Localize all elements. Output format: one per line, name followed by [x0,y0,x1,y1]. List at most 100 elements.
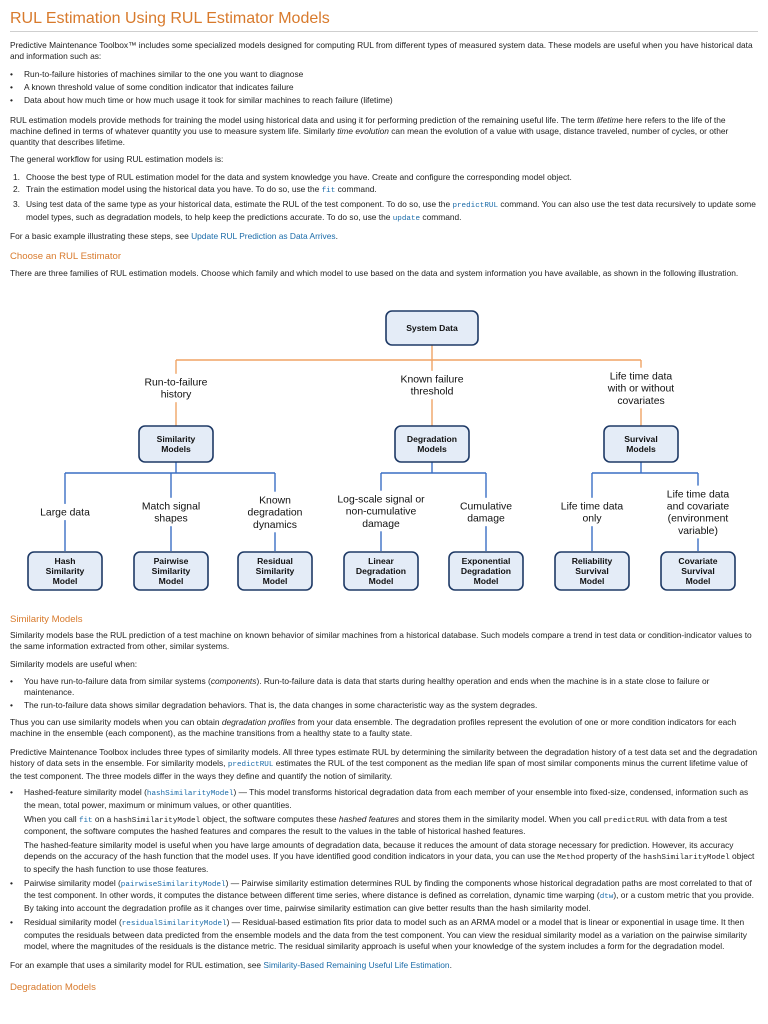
similarity-intro-paragraph: Similarity models base the RUL predictio… [10,630,758,652]
code-text: hashSimilarityModel [643,853,730,862]
text-run: Residual similarity model ( [24,916,122,927]
predictrul-command-link[interactable]: predictRUL [452,201,499,210]
similarity-types-paragraph: Predictive Maintenance Toolbox includes … [10,747,758,781]
text-run: command. [335,184,377,195]
text-run: The hashed-feature similarity model is u… [24,840,734,861]
text-run: can mean the evolution of a value with u… [10,125,729,147]
text-run: lifetime [596,115,624,125]
intro-text: Predictive Maintenance Toolbox™ includes… [10,40,753,61]
degradation-profiles-paragraph: Thus you can use similarity models when … [10,717,758,739]
text-run: Choose the best type of RUL estimation m… [26,172,572,182]
text-run: command. You can also use the test data … [26,198,756,222]
workflow-intro: The general workflow for using RUL estim… [10,154,758,165]
list-item: Pairwise similarity model (pairwiseSimil… [10,878,758,914]
text-run: here refers to the life of the machine d… [10,115,726,136]
basic-example-paragraph: For a basic example illustrating these s… [10,231,758,242]
text-run: command. [420,211,462,222]
label-background [586,367,696,409]
text-run: on a [92,813,114,824]
system-data-node [385,310,479,346]
text-run: . [335,231,338,241]
list-item: You have run-to-failure data from simila… [10,676,758,698]
step-number: 2. [13,184,20,195]
update-rul-example-link[interactable]: Update RUL Prediction as Data Arrives [191,231,336,241]
list-item: Run-to-failure histories of machines sim… [10,69,758,80]
label-background [14,503,116,521]
text-run: RUL estimation models provide methods fo… [10,115,597,125]
intro-bullet-list: Run-to-failure histories of machines sim… [10,69,758,106]
step-number: 1. [13,172,20,182]
text-run: You have run-to-failure data from simila… [24,676,211,686]
list-item: The run-to-failure data shows similar de… [10,700,758,711]
text-run: degradation profiles [221,717,296,727]
title-divider [10,31,758,32]
step-number: 3. [13,198,20,209]
similarity-intro-text: Similarity models base the RUL predictio… [10,630,752,651]
text-run: ) — Residual-based estimation fits prior… [24,916,747,951]
model-node-1 [133,551,209,591]
label-background [541,497,643,527]
text-run: ), or a custom metric that you provide. … [24,890,754,914]
update-command-link[interactable]: update [392,214,421,223]
intro-paragraph: Predictive Maintenance Toolbox™ includes… [10,40,758,62]
dtw-link[interactable]: dtw [599,893,614,902]
text-run: property of the [584,850,644,861]
family-node-2 [603,425,679,463]
label-background [120,497,222,527]
rul-models-paragraph: RUL estimation models provide methods fo… [10,115,758,147]
text-run: Predictive Maintenance Toolbox includes … [10,747,758,768]
label-background [647,485,749,539]
list-item: Residual similarity model (residualSimil… [10,917,758,951]
model-node-0 [27,551,103,591]
label-background [330,490,432,532]
fit-command-link[interactable]: fit [321,187,336,196]
fit-link[interactable]: fit [78,816,93,825]
label-background [121,373,231,403]
text-run: ) — Pairwise similarity estimation deter… [24,877,752,901]
text-run: For an example that uses a similarity mo… [10,960,264,970]
similarity-model-list: Hashed-feature similarity model (hashSim… [10,787,758,951]
workflow-step: 1. Choose the best type of RUL estimation… [10,172,758,183]
text-run: from your data ensemble. The degradation… [10,717,737,738]
workflow-steps: 1. Choose the best type of RUL estimation… [10,172,758,226]
list-item: Data about how much time or how much usa… [10,95,758,106]
text-run: hashed features [338,813,399,824]
similarity-useful-when: Similarity models are useful when: [10,659,758,670]
similarity-example-paragraph: For an example that uses a similarity mo… [10,960,758,971]
text-run: object, the software computes these [200,813,339,824]
similarity-models-heading: Similarity Models [10,614,83,625]
model-node-2 [237,551,313,591]
text-run: Pairwise similarity model ( [24,877,121,888]
residualsimilaritymodel-link[interactable]: residualSimilarityModel [121,919,227,928]
model-node-6 [660,551,736,591]
similarity-rul-example-link[interactable]: Similarity-Based Remaining Useful Life E… [263,960,450,970]
text-run: and stores them in the similarity model.… [398,813,604,824]
model-node-5 [554,551,630,591]
text-run: components [210,676,257,686]
label-background [224,491,326,533]
pairwisesimilaritymodel-link[interactable]: pairwiseSimilarityModel [120,880,226,889]
model-node-3 [343,551,419,591]
list-item: Hashed-feature similarity model (hashSim… [10,787,758,875]
text-run: estimates the RUL of the test component … [10,757,748,781]
hashsimilaritymodel-link[interactable]: hashSimilarityModel [146,790,234,798]
text-run: Thus you can use similarity models when … [10,717,222,727]
label-background [377,370,487,400]
predictrul-link[interactable]: predictRUL [227,760,274,769]
text-run: Using test data of the same type as your… [26,198,453,209]
choose-estimator-heading: Choose an RUL Estimator [10,251,122,262]
